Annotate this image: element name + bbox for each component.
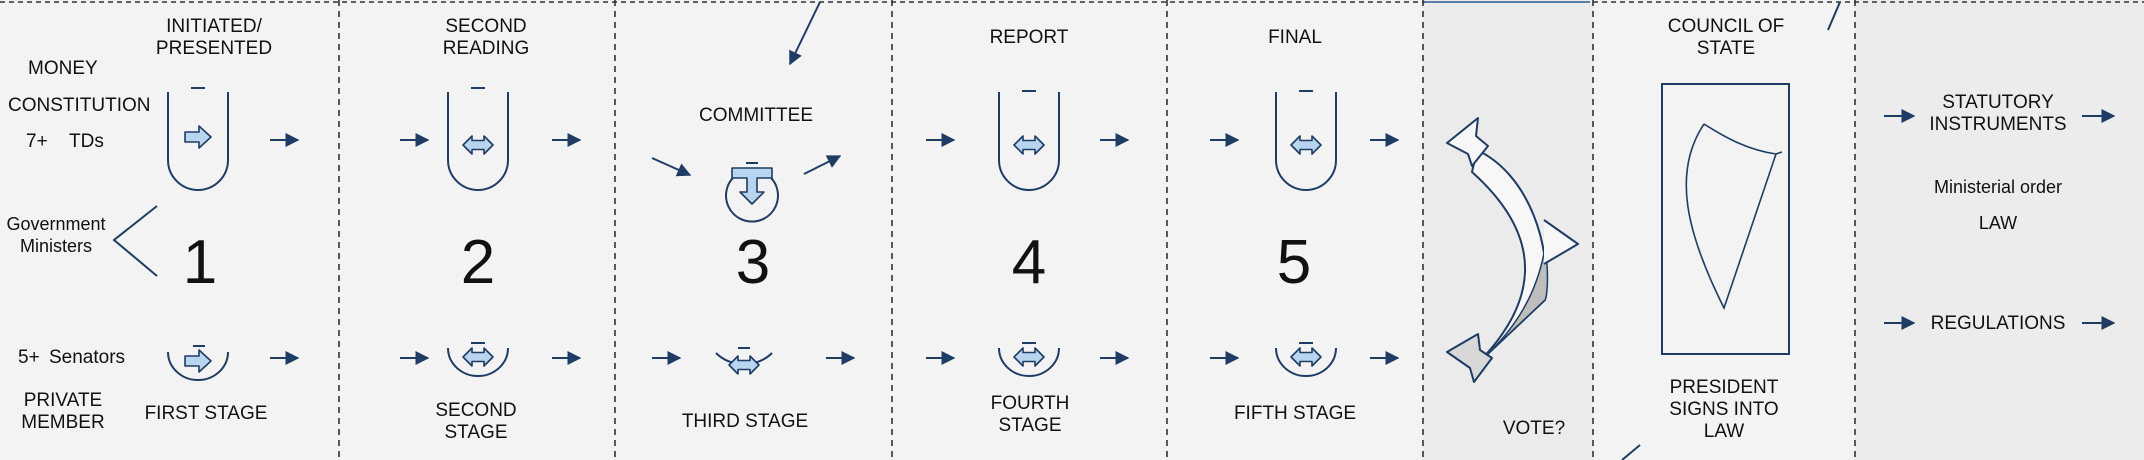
stage-4-caption: FOURTH STAGE	[990, 393, 1070, 436]
vote-label: VOTE?	[1502, 418, 1566, 439]
arrow-into-committee-top	[789, 1, 821, 66]
double-arrow-icon-2-lower	[462, 347, 494, 367]
stage-5-title: FINAL	[1268, 27, 1322, 48]
ministers-bracket	[112, 205, 158, 277]
double-arrow-icon-4-upper	[1013, 135, 1045, 155]
president-frame	[1661, 83, 1790, 355]
arrow-into-committee	[651, 157, 692, 177]
stage-4-lower-container	[998, 342, 1060, 377]
stage-5-lower-container	[1275, 342, 1337, 377]
stage-1-caption: FIRST STAGE	[144, 403, 268, 424]
stage-3-upper-container	[725, 162, 779, 223]
senators-count-label: 5+	[18, 347, 40, 368]
double-arrow-icon-4-lower	[1013, 347, 1045, 367]
law-label: LAW	[1978, 213, 2018, 233]
harp-icon	[1685, 123, 1783, 311]
tds-label: TDs	[69, 131, 104, 152]
stage-2-number: 2	[460, 228, 496, 297]
stage-1-upper-container	[167, 87, 229, 191]
stage-1-lower-container	[167, 345, 229, 381]
ministerial-order-label: Ministerial order	[1933, 177, 2063, 197]
stage-2-upper-container	[447, 87, 509, 191]
stage-5-number: 5	[1276, 228, 1312, 297]
stage-4-upper-container	[998, 90, 1060, 191]
arrow-out-of-committee	[803, 155, 842, 175]
stage-5-upper-container	[1275, 90, 1337, 191]
senators-label: Senators	[49, 347, 126, 368]
double-arrow-icon-2-upper	[462, 135, 494, 155]
stage-2-lower-container	[447, 342, 509, 377]
money-bill-label: MONEY	[28, 58, 98, 79]
stage-5-caption: FIFTH STAGE	[1233, 403, 1357, 424]
single-arrow-icon-1-lower	[184, 349, 212, 373]
stage-3-caption: THIRD STAGE	[681, 411, 809, 432]
constitution-bill-label: CONSTITUTION	[8, 95, 151, 116]
double-arrow-icon-3-lower	[728, 355, 760, 375]
president-connector-bottom	[1621, 444, 1641, 460]
stage-4-number: 4	[1011, 228, 1047, 297]
stage-1-title: INITIATED/ PRESENTED	[155, 16, 273, 59]
stage-dividers	[338, 0, 1856, 460]
council-of-state-label: COUNCIL OF STATE	[1667, 16, 1785, 59]
president-signs-label: PRESIDENT SIGNS INTO LAW	[1669, 377, 1779, 442]
outcomes-panel	[1855, 0, 2144, 460]
stage-3-number: 3	[735, 228, 771, 297]
tds-count-label: 7+	[26, 131, 48, 152]
branch-arrow-icon-committee	[731, 167, 773, 205]
private-member-label: PRIVATE MEMBER	[21, 390, 105, 433]
stage-2-title: SECOND READING	[442, 16, 530, 59]
stage-2-caption: SECOND STAGE	[435, 400, 517, 443]
single-arrow-icon-1-upper	[184, 125, 212, 149]
stage-3-title: COMMITTEE	[699, 105, 813, 126]
double-arrow-icon-5-lower	[1290, 347, 1322, 367]
statutory-instruments-label: STATUTORY INSTRUMENTS	[1929, 92, 2067, 135]
stage-1-number: 1	[182, 228, 218, 297]
vote-curved-arrow	[1446, 117, 1579, 383]
council-connector-top	[1827, 1, 1841, 31]
government-ministers-label: Government Ministers	[6, 214, 106, 256]
vote-panel	[1423, 0, 1593, 460]
stage-4-title: REPORT	[989, 27, 1069, 48]
double-arrow-icon-5-upper	[1290, 135, 1322, 155]
regulations-label: REGULATIONS	[1930, 313, 2066, 334]
